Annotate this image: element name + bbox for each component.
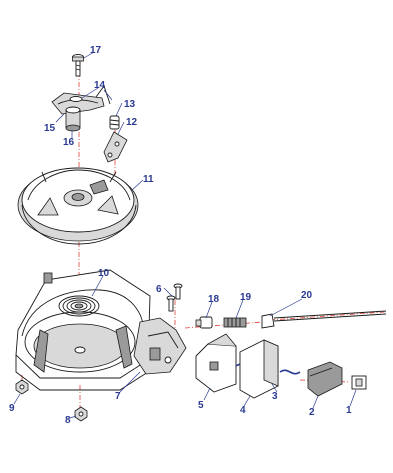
part-10-housing xyxy=(15,269,151,391)
part-13-spring xyxy=(109,115,120,130)
part-19-spring xyxy=(223,317,247,328)
label-part-9: 9 xyxy=(9,403,15,414)
label-part-16: 16 xyxy=(63,137,75,148)
part-20-cable xyxy=(261,310,387,329)
label-part-20: 20 xyxy=(301,290,313,301)
part-18-sleeve xyxy=(195,316,213,329)
label-part-4: 4 xyxy=(240,405,246,416)
part-6-screws xyxy=(166,283,183,312)
label-part-7: 7 xyxy=(115,391,121,402)
part-15-ratchet-pawl xyxy=(51,85,111,115)
part-16-bushing xyxy=(65,106,81,132)
label-part-10: 10 xyxy=(98,268,110,279)
part-labels: 17 14 13 12 15 16 11 10 6 18 19 20 9 8 7… xyxy=(9,45,352,426)
part-12-lever-plate xyxy=(103,131,128,163)
label-part-13: 13 xyxy=(124,99,136,110)
part-1-end-cap xyxy=(351,375,367,390)
label-part-3: 3 xyxy=(272,391,278,402)
label-part-6: 6 xyxy=(156,284,162,295)
label-part-1: 1 xyxy=(346,405,352,416)
part-5-bracket-block xyxy=(195,333,237,393)
label-part-15: 15 xyxy=(44,123,56,134)
label-part-12: 12 xyxy=(126,117,138,128)
label-part-2: 2 xyxy=(309,407,315,418)
label-part-8: 8 xyxy=(65,415,71,426)
leader-lines xyxy=(13,51,357,419)
label-part-17: 17 xyxy=(90,45,102,56)
part-17-screw xyxy=(72,54,84,77)
part-11-pulley-cover xyxy=(17,167,139,245)
part-2-grip-handle xyxy=(307,361,343,397)
part-8-nut xyxy=(74,406,88,422)
part-10-coil-spring xyxy=(58,295,100,317)
part-9-nut xyxy=(15,379,29,395)
part-4-housing-block xyxy=(239,339,279,399)
label-part-14: 14 xyxy=(94,80,106,91)
label-part-19: 19 xyxy=(240,292,252,303)
label-part-18: 18 xyxy=(208,294,220,305)
label-part-5: 5 xyxy=(198,400,204,411)
part-7-bracket xyxy=(133,317,187,375)
label-part-11: 11 xyxy=(143,174,154,185)
